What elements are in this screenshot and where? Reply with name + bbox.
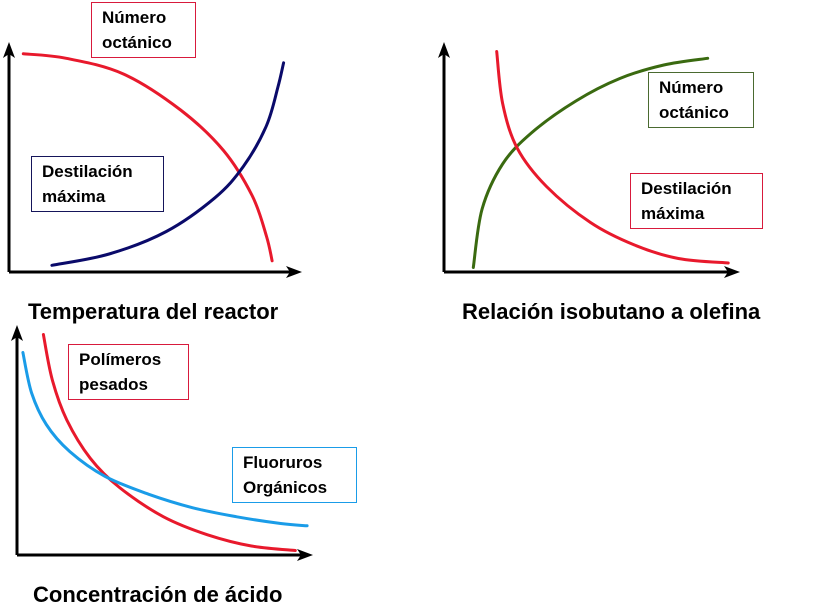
x-axis-arrow (286, 266, 302, 278)
legend-line2: máxima (641, 204, 705, 223)
series-line-2 (21, 351, 309, 528)
legend-numero-octanico-1: Número octánico (91, 2, 196, 58)
legend-line1: Polímeros (79, 350, 162, 369)
legend-line2: Orgánicos (243, 478, 328, 497)
legend-fluoruros-organicos: Fluoruros Orgánicos (232, 447, 357, 503)
x-axis-arrow (724, 266, 740, 278)
y-axis-arrow (11, 325, 23, 341)
legend-polimeros-pesados: Polímeros pesados (68, 344, 189, 400)
series-line-1 (41, 333, 297, 552)
legend-line2: máxima (42, 187, 106, 206)
x-axis-title-2: Relación isobutano a olefina (462, 299, 761, 324)
legend-line2: pesados (79, 375, 148, 394)
y-axis-arrow (3, 42, 15, 58)
legend-destilacion-maxima-1: Destilación máxima (31, 156, 164, 212)
x-axis-title-3: Concentración de ácido (33, 582, 283, 607)
x-axis-arrow (297, 549, 313, 561)
series-line-2 (495, 50, 730, 265)
legend-line1: Número (102, 8, 167, 27)
series-line-2 (50, 61, 286, 267)
legend-line1: Fluoruros (243, 453, 323, 472)
legend-numero-octanico-2: Número octánico (648, 72, 754, 128)
legend-line1: Destilación (641, 179, 732, 198)
x-axis-title-1: Temperatura del reactor (28, 299, 279, 324)
legend-line1: Número (659, 78, 724, 97)
series-line-1 (21, 52, 274, 263)
chart-relacion-isobutano (438, 42, 740, 278)
y-axis-arrow (438, 42, 450, 58)
chart-temperatura (3, 42, 302, 278)
legend-line2: octánico (659, 103, 729, 122)
legend-line2: octánico (102, 33, 172, 52)
chart-concentracion-acido (11, 325, 313, 561)
series-line-1 (471, 56, 710, 269)
legend-destilacion-maxima-2: Destilación máxima (630, 173, 763, 229)
legend-line1: Destilación (42, 162, 133, 181)
